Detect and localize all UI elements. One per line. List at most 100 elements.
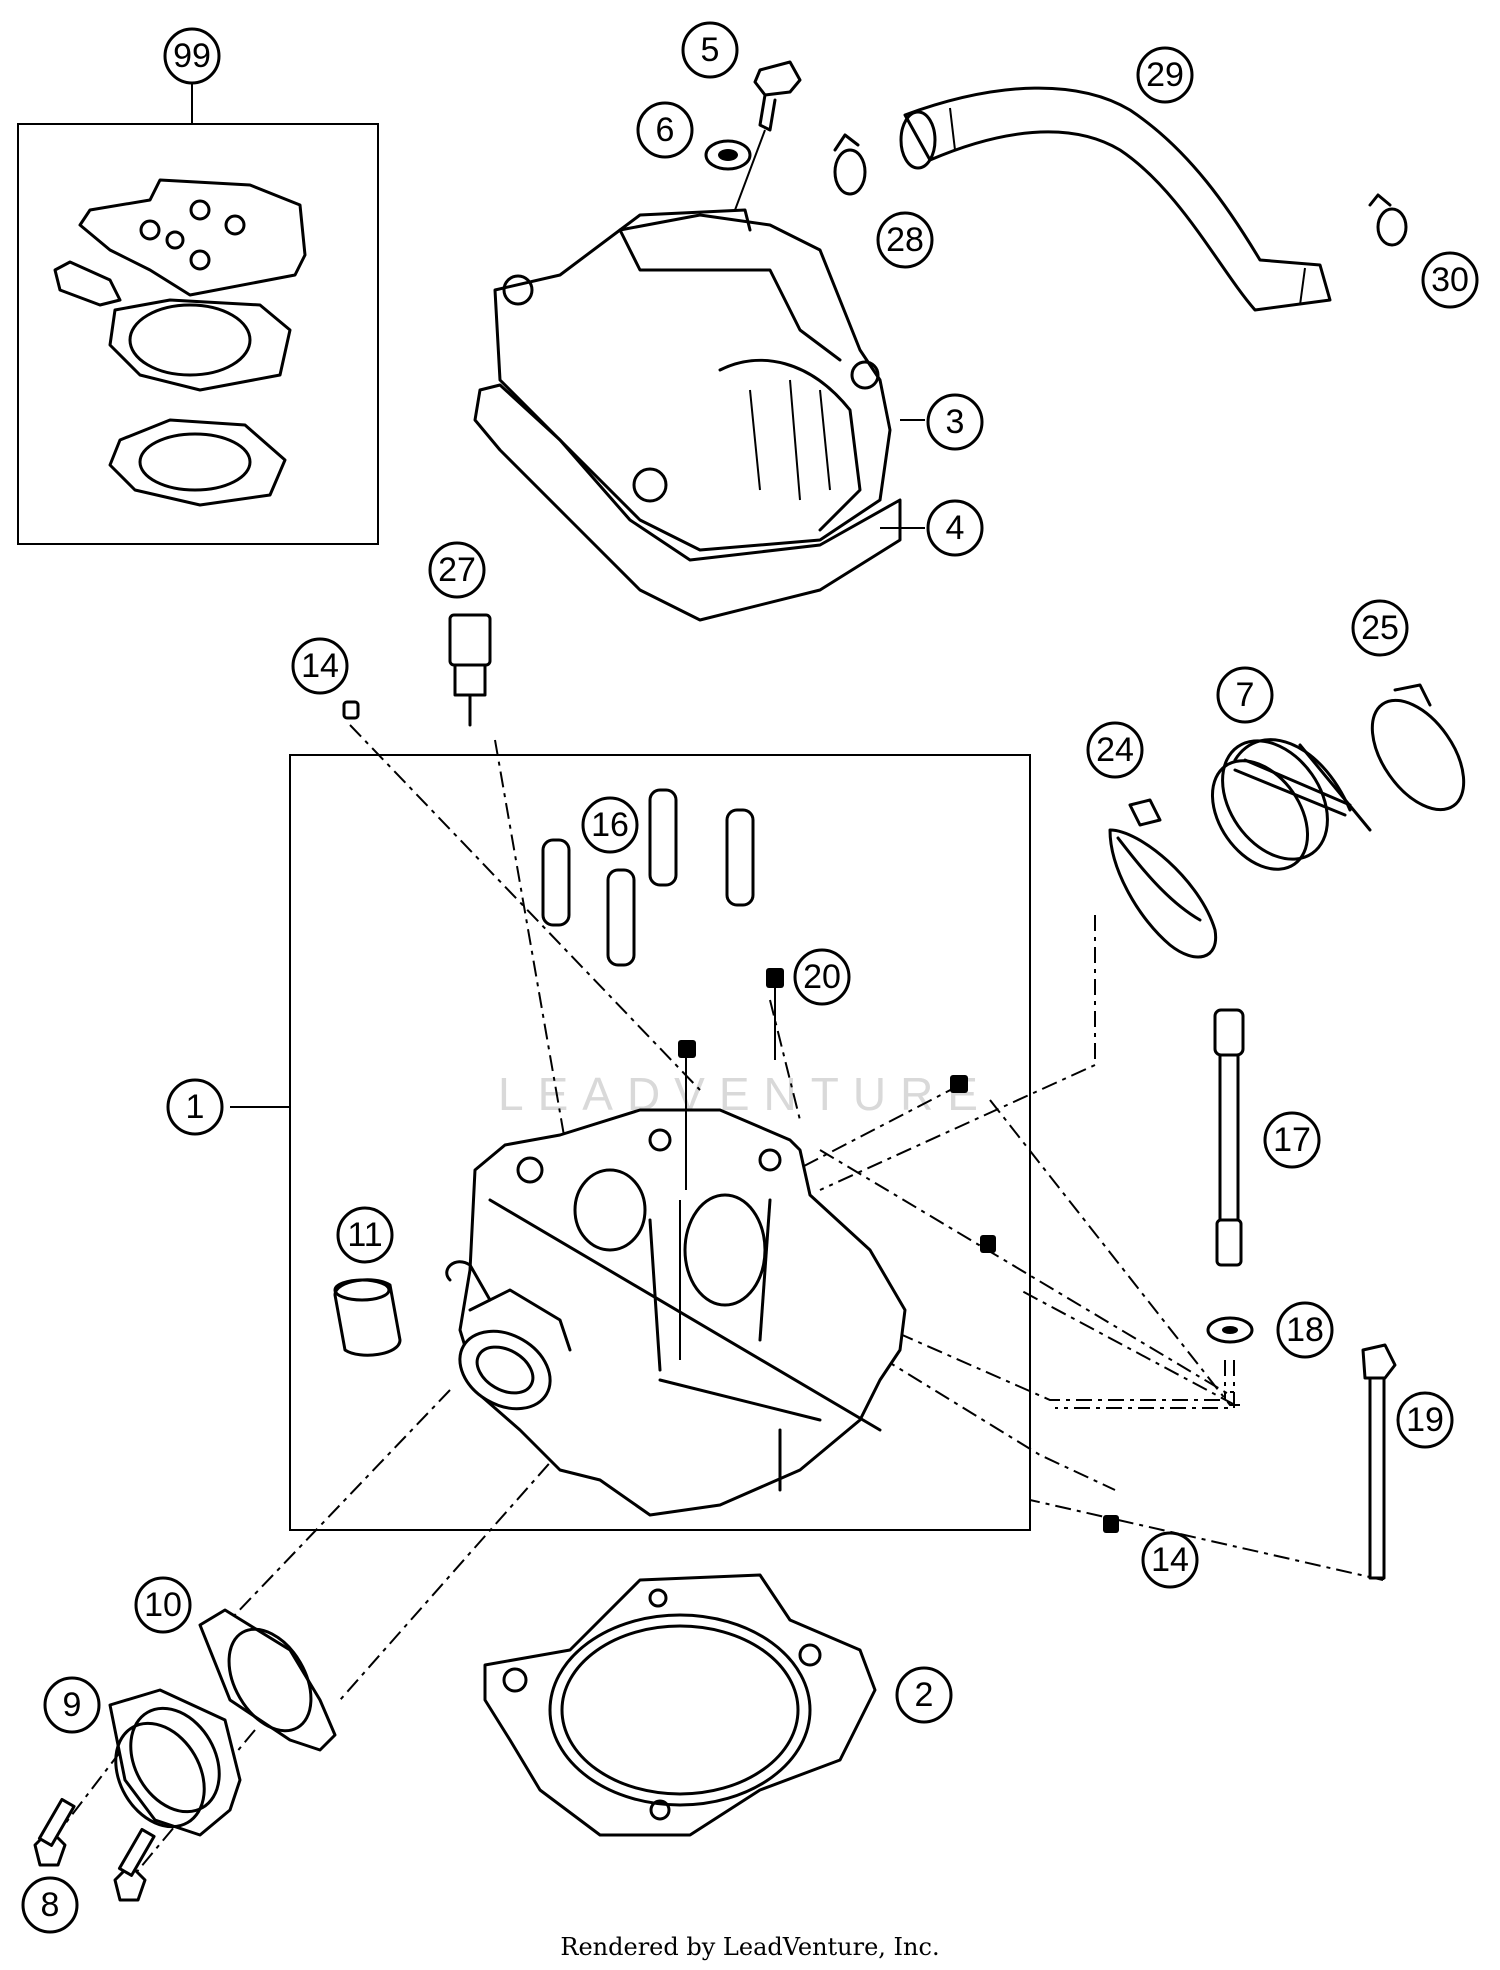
callout-label: 29 bbox=[1146, 56, 1184, 94]
callout-30: 30 bbox=[1421, 251, 1479, 309]
watermark-text: LEADVENTURE bbox=[498, 1068, 992, 1120]
callout-label: 4 bbox=[946, 509, 965, 547]
callout-label: 1 bbox=[186, 1088, 205, 1126]
callout-circle bbox=[1351, 599, 1409, 657]
callout-label: 11 bbox=[347, 1216, 382, 1254]
callout-29: 29 bbox=[1136, 46, 1194, 104]
callout-3: 3 bbox=[926, 393, 984, 451]
callout-14b: 14 bbox=[1141, 1531, 1199, 1589]
callout-label: 10 bbox=[144, 1586, 182, 1624]
callout-circle bbox=[1141, 1531, 1199, 1589]
callout-circle bbox=[166, 1078, 224, 1136]
flange-9 bbox=[108, 1688, 242, 1837]
nut-20 bbox=[766, 968, 784, 1060]
callout-label: 25 bbox=[1361, 609, 1399, 647]
callout-25: 25 bbox=[1351, 599, 1409, 657]
callout-circle bbox=[926, 393, 984, 451]
head-gasket-2 bbox=[483, 1573, 877, 1837]
callout-1: 1 bbox=[166, 1078, 224, 1136]
callout-8: 8 bbox=[21, 1876, 79, 1934]
callout-label: 7 bbox=[1236, 676, 1255, 714]
callout-label: 24 bbox=[1096, 731, 1134, 769]
callout-label: 99 bbox=[173, 37, 211, 75]
callout-20: 20 bbox=[793, 948, 851, 1006]
intake-boot-7 bbox=[1210, 738, 1372, 871]
cylinder-head-box bbox=[289, 754, 1031, 1531]
callout-label: 14 bbox=[1151, 1541, 1189, 1579]
callout-circle bbox=[336, 1206, 394, 1264]
callout-circle bbox=[681, 21, 739, 79]
callout-7: 7 bbox=[1216, 666, 1274, 724]
clamp-28 bbox=[833, 133, 867, 196]
callout-14a: 14 bbox=[291, 637, 349, 695]
callout-28: 28 bbox=[876, 211, 934, 269]
bolts-8 bbox=[33, 1797, 156, 1902]
insert-11 bbox=[333, 1278, 402, 1357]
callout-circle bbox=[876, 211, 934, 269]
callout-16: 16 bbox=[581, 796, 639, 854]
valve-cover-3 bbox=[493, 208, 892, 552]
callout-circle bbox=[926, 499, 984, 557]
gasket-kit-box bbox=[17, 123, 379, 545]
callout-circle bbox=[1396, 1391, 1454, 1449]
callout-circle bbox=[793, 948, 851, 1006]
callout-circle bbox=[21, 1876, 79, 1934]
callout-label: 28 bbox=[886, 221, 924, 259]
callout-circle bbox=[1276, 1301, 1334, 1359]
callout-circle bbox=[1216, 666, 1274, 724]
plug-14-top bbox=[342, 700, 360, 720]
callout-circle bbox=[1263, 1111, 1321, 1169]
callout-circle bbox=[428, 541, 486, 599]
callout-circle bbox=[895, 1666, 953, 1724]
valve-cover-gasket-4 bbox=[473, 383, 902, 622]
callout-19: 19 bbox=[1396, 1391, 1454, 1449]
bolt-19 bbox=[1361, 1343, 1397, 1580]
callout-circle bbox=[291, 637, 349, 695]
callout-label: 20 bbox=[803, 958, 841, 996]
seal-6 bbox=[704, 139, 752, 171]
callout-label: 27 bbox=[438, 551, 476, 589]
stud-17 bbox=[1213, 1008, 1245, 1267]
callout-11: 11 bbox=[336, 1206, 394, 1264]
callout-5: 5 bbox=[681, 21, 739, 79]
plug-14-bottom bbox=[1103, 1515, 1119, 1533]
clamp-25 bbox=[1370, 683, 1466, 812]
callout-label: 8 bbox=[41, 1886, 60, 1924]
callout-label: 3 bbox=[946, 403, 965, 441]
callout-18: 18 bbox=[1276, 1301, 1334, 1359]
breather-hose-29 bbox=[899, 86, 1332, 312]
valve-guides-16 bbox=[541, 788, 755, 967]
gasket-10 bbox=[198, 1608, 337, 1752]
callout-17: 17 bbox=[1263, 1111, 1321, 1169]
callout-label: 30 bbox=[1431, 261, 1469, 299]
callout-circle bbox=[1086, 721, 1144, 779]
callout-9: 9 bbox=[43, 1676, 101, 1734]
callout-circle bbox=[581, 796, 639, 854]
callout-circle bbox=[134, 1576, 192, 1634]
callout-label: 17 bbox=[1273, 1121, 1311, 1159]
cylinder-head-1 bbox=[445, 1040, 996, 1517]
callout-99: 99 bbox=[163, 27, 221, 85]
callout-label: 5 bbox=[701, 31, 720, 69]
callout-circle bbox=[43, 1676, 101, 1734]
callout-10: 10 bbox=[134, 1576, 192, 1634]
callout-6: 6 bbox=[636, 101, 694, 159]
callout-label: 19 bbox=[1406, 1401, 1444, 1439]
callout-circle bbox=[636, 101, 694, 159]
callout-24: 24 bbox=[1086, 721, 1144, 779]
gasket-kit bbox=[53, 178, 307, 507]
callout-circle bbox=[163, 27, 221, 85]
callout-label: 2 bbox=[915, 1676, 934, 1714]
callout-label: 9 bbox=[63, 1686, 82, 1724]
callout-2: 2 bbox=[895, 1666, 953, 1724]
callout-27: 27 bbox=[428, 541, 486, 599]
footer-credit: Rendered by LeadVenture, Inc. bbox=[560, 1933, 939, 1961]
clamp-30 bbox=[1368, 193, 1408, 247]
callout-4: 4 bbox=[926, 499, 984, 557]
clamp-24 bbox=[1108, 798, 1218, 959]
callout-label: 14 bbox=[301, 647, 339, 685]
callout-circle bbox=[1421, 251, 1479, 309]
callout-circle bbox=[1136, 46, 1194, 104]
